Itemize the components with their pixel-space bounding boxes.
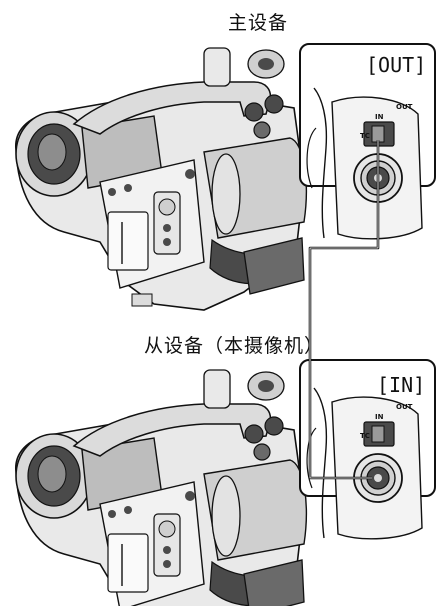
master-camcorder-illustration [14,47,308,311]
switch-in-label: IN [375,113,384,121]
switch-out-label: OUT [396,103,413,111]
master-tc-callout: [OUT] IN OUT TC [299,43,436,240]
slave-device-title: 从设备（本摄像机） [144,335,325,357]
timecode-cable [308,140,380,480]
master-device-title: 主设备 [228,12,289,34]
in-port-label: [IN] [377,373,425,397]
tc-label: TC [360,132,370,140]
switch-in-label: IN [375,413,384,421]
tc-label: TC [360,432,370,440]
switch-out-label: OUT [396,403,413,411]
out-port-label: [OUT] [366,53,426,77]
slave-camcorder-illustration [14,369,308,606]
slave-tc-callout: [IN] IN OUT TC [299,359,436,540]
